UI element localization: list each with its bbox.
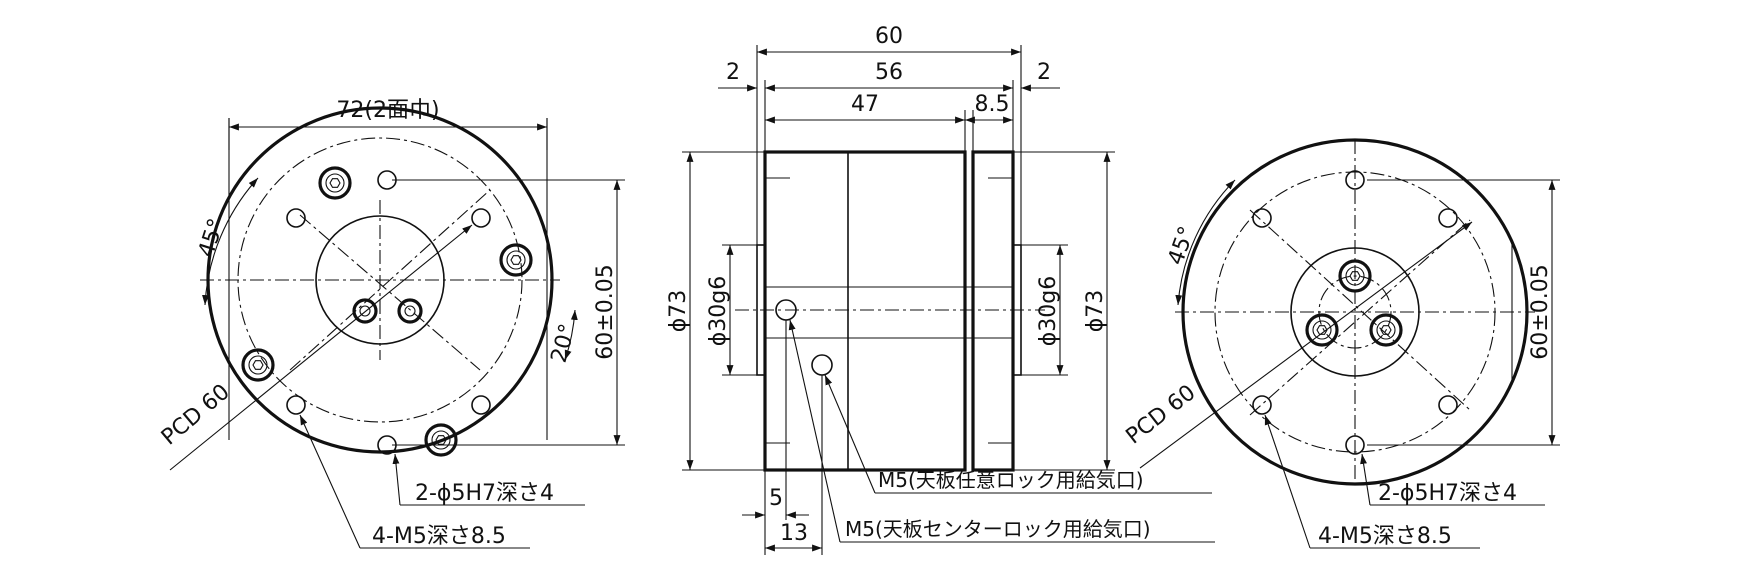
- right-center-bolt: [1338, 259, 1372, 293]
- left-bolt-head: [241, 348, 275, 382]
- right-center-bolt: [1305, 313, 1339, 347]
- center-dia-73-right: ϕ73: [1083, 290, 1108, 333]
- left-angle-45: 45°: [194, 216, 230, 261]
- left-pcd-label: PCD 60: [157, 380, 235, 451]
- center-main-body: [763, 150, 967, 472]
- right-angle-45: 45°: [1163, 223, 1200, 268]
- right-height-label: 60±0.05: [1528, 264, 1553, 359]
- left-tap-hole: [286, 395, 306, 415]
- center-dia-30-left: ϕ30g6: [706, 276, 731, 346]
- left-centerline-diag2: [299, 214, 481, 371]
- center-dim-60: 60: [875, 24, 903, 49]
- left-tap-hole: [286, 208, 306, 228]
- right-dowel-hole-bottom: [1345, 435, 1365, 455]
- center-view: 60 56 2 2 47 8.5 ϕ73 ϕ30g6 ϕ30g6 ϕ73: [666, 24, 1215, 555]
- center-port-any-callout: M5(天板任意ロック用給気口): [878, 468, 1144, 492]
- right-center-bolt: [1369, 313, 1403, 347]
- center-dim-2-left: 2: [726, 60, 740, 85]
- center-dia-73-left: ϕ73: [666, 290, 691, 333]
- right-tap-callout: 4-M5深さ8.5: [1318, 524, 1452, 549]
- center-dim-47: 47: [851, 92, 879, 117]
- left-centerline-diag: [289, 189, 491, 371]
- left-bolt-head: [499, 243, 533, 277]
- right-tap-hole: [1252, 208, 1272, 228]
- left-tap-callout: 4-M5深さ8.5: [372, 524, 506, 549]
- left-tap-hole: [471, 395, 491, 415]
- center-dia-30-right: ϕ30g6: [1036, 276, 1061, 346]
- left-dowel-callout: 2-ϕ5H7深さ4: [415, 481, 554, 506]
- left-width-label: 72(2面巾): [336, 98, 439, 123]
- center-port-center-callout: M5(天板センターロック用給気口): [845, 517, 1151, 541]
- right-view: 60±0.05 45° PCD 60 2-ϕ5H7深さ4 4-M5深さ8.5: [1122, 138, 1560, 549]
- center-plate: [971, 150, 1015, 472]
- right-pcd-label: PCD 60: [1122, 380, 1201, 449]
- center-port-center: [811, 354, 833, 376]
- right-tap-hole: [1252, 395, 1272, 415]
- center-dim-5: 5: [769, 486, 783, 511]
- right-tap-hole: [1438, 208, 1458, 228]
- right-dowel-callout: 2-ϕ5H7深さ4: [1378, 481, 1517, 506]
- right-tap-hole: [1438, 395, 1458, 415]
- left-view: 72(2面巾) 60±0.05 45° 20° PCD 60 2-ϕ5H7深さ4…: [157, 98, 625, 549]
- center-dim-2-right: 2: [1037, 60, 1051, 85]
- left-tap-hole: [471, 208, 491, 228]
- center-dim-8-5: 8.5: [975, 92, 1010, 117]
- left-bolt-head: [424, 423, 458, 457]
- left-bolt-head: [318, 166, 352, 200]
- center-dim-13: 13: [780, 521, 808, 546]
- left-center-bolt: [352, 298, 378, 324]
- center-dim-56: 56: [875, 60, 903, 85]
- right-dowel-hole-top: [1345, 170, 1365, 190]
- left-height-label: 60±0.05: [593, 264, 618, 359]
- left-angle-20: 20°: [547, 321, 581, 365]
- left-center-bolt: [397, 298, 423, 324]
